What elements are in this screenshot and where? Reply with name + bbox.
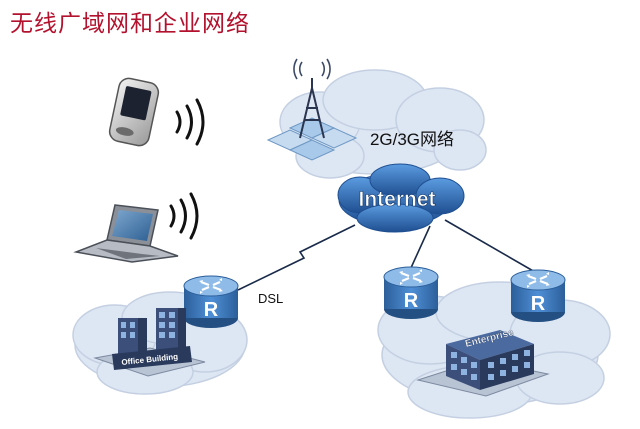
link-internet-router-left (409, 225, 431, 271)
wireless-signal-icon (175, 98, 205, 146)
router-label: R (531, 293, 546, 315)
laptop-icon (73, 204, 179, 263)
internet-cloud (337, 163, 465, 233)
router-label: R (404, 290, 419, 312)
router-icon: R (382, 265, 440, 321)
office-building-icon (93, 308, 206, 377)
mobile-network-cloud (279, 69, 487, 179)
mobile-network-label: 2G/3G网络 (370, 130, 454, 149)
wireless-signal-icon (169, 192, 199, 240)
link-dsl (237, 224, 356, 291)
page-title: 无线广域网和企业网络 (10, 11, 250, 37)
link-internet-router-right (444, 219, 536, 273)
router-icon: R (509, 268, 567, 324)
cell-tower-icon (266, 58, 358, 161)
internet-label: Internet (358, 188, 435, 211)
smartphone-icon (108, 77, 160, 147)
dsl-label: DSL (258, 291, 283, 306)
router-label: R (204, 299, 219, 321)
router-icon: R (182, 274, 240, 330)
enterprise-building-icon (416, 330, 550, 397)
